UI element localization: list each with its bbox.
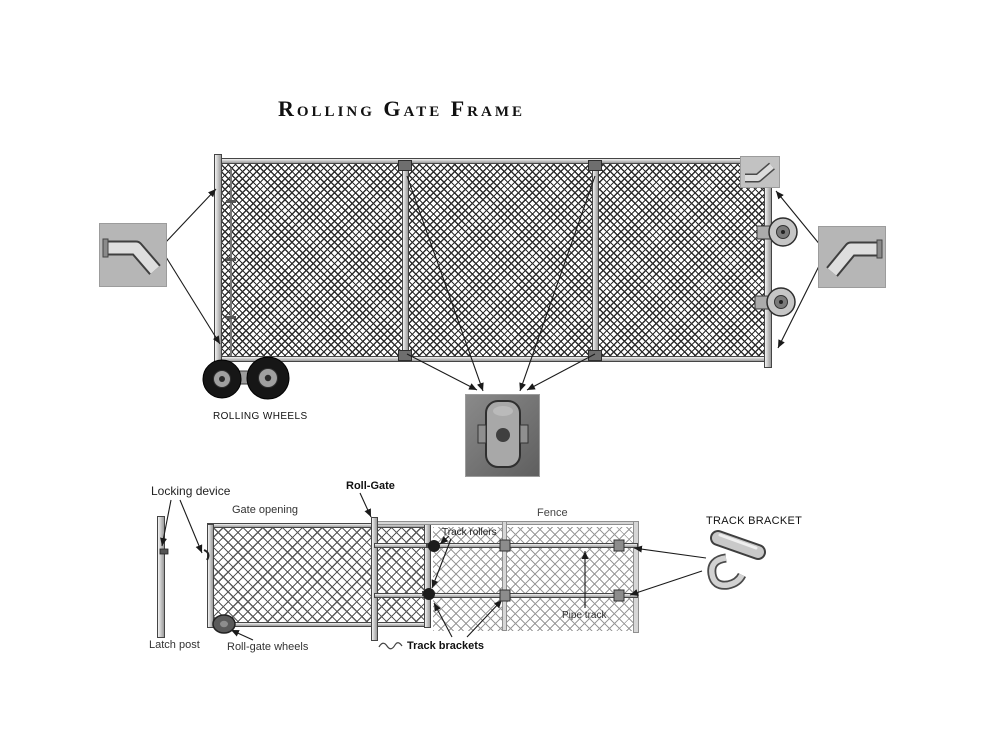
page-title: Rolling Gate Frame <box>278 96 526 121</box>
annotation-arrow <box>230 629 254 641</box>
rolling-wheels-label: ROLLING WHEELS <box>213 411 308 422</box>
annotation-arrow <box>777 261 822 349</box>
track-bracket-label: TRACK BRACKET <box>706 515 803 527</box>
latch-post-label: Latch post <box>149 639 200 651</box>
annotation-arrow <box>519 175 596 392</box>
annotation-arrow <box>160 499 172 547</box>
annotation-arrow <box>406 175 484 392</box>
tension-band <box>226 258 236 261</box>
gate-right-post <box>764 156 772 368</box>
locking-device-label: Locking device <box>151 484 231 498</box>
annotation-arrow <box>775 190 822 247</box>
roll-gate-label: Roll-Gate <box>346 480 395 492</box>
gate-opening-label: Gate opening <box>232 504 299 516</box>
annotation-arrow <box>633 545 707 559</box>
track-rollers-illustration <box>422 540 440 600</box>
rail-clamp <box>398 160 412 171</box>
annotation-arrow <box>629 570 703 596</box>
annotation-arrow <box>165 256 221 345</box>
roll-gate-wheels-label: Roll-gate wheels <box>227 641 309 653</box>
rolling-wheels-illustration <box>202 356 290 400</box>
locking-device-illustration <box>159 548 210 561</box>
annotation-arrow <box>431 538 452 589</box>
corner-fitting-photo-left <box>99 223 167 287</box>
annotation-arrow <box>179 499 203 554</box>
gate-chainlink-mesh <box>222 163 766 357</box>
center-fitting-photo <box>465 394 540 477</box>
annotation-arrow <box>439 535 450 545</box>
track-bracket-clamps <box>499 539 625 602</box>
tension-bar <box>230 168 232 356</box>
pipe-track-label: Pipe track <box>562 610 607 621</box>
squiggle-mark <box>378 642 403 650</box>
tension-band <box>226 200 236 203</box>
fence-end-post <box>633 521 639 633</box>
annotation-arrow <box>406 353 478 391</box>
track-rollers-label: Track rollers <box>442 527 497 538</box>
annotation-arrow <box>165 188 217 243</box>
corner-fitting-photo-top-right <box>740 156 780 188</box>
saddle-clamp-icon <box>477 400 529 468</box>
annotation-arrow <box>433 602 453 638</box>
track-brackets-label: Track brackets <box>407 640 485 652</box>
annotation-arrow <box>526 353 596 391</box>
gate-roller-latch-lower <box>754 287 796 317</box>
roll-gate-wheel-illustration <box>212 614 236 634</box>
track-bracket-illustration <box>707 530 766 590</box>
corner-fitting-photo-right <box>818 226 886 288</box>
corner-elbow-icon <box>826 239 883 277</box>
fence-front-post <box>371 517 378 641</box>
tension-band <box>226 316 236 319</box>
annotation-arrow <box>466 599 503 638</box>
rail-clamp <box>588 160 602 171</box>
latch-post-illustration <box>157 516 165 638</box>
rail-clamp <box>588 350 602 361</box>
roll-gate-left-post <box>207 524 214 628</box>
corner-elbow-icon <box>102 238 161 275</box>
fence-mid-post <box>502 521 507 631</box>
annotation-arrow <box>359 492 372 518</box>
fence-label: Fence <box>537 507 568 519</box>
corner-elbow-icon <box>745 162 775 183</box>
rail-clamp <box>398 350 412 361</box>
gate-roller-latch-upper <box>756 217 798 247</box>
